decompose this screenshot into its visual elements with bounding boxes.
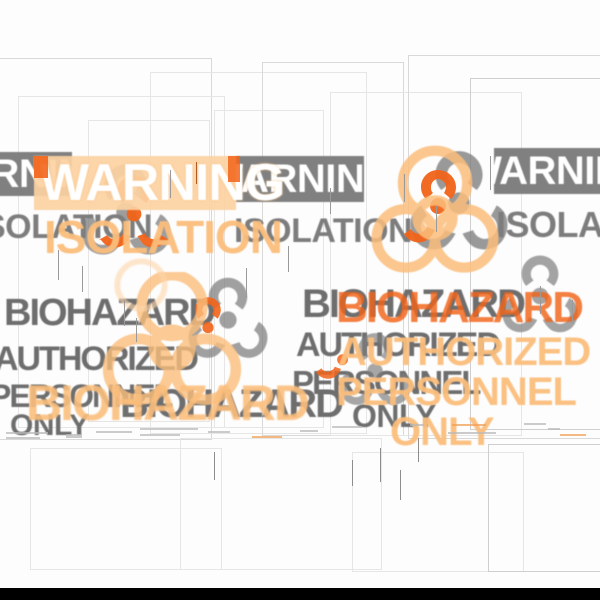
only-label-right: ONLY (352, 398, 436, 434)
sheet-tick (400, 470, 401, 500)
biohazard-icon (104, 248, 178, 322)
biohazard-icon (302, 316, 380, 394)
bottom-sign-outlines (0, 480, 600, 588)
sign-sheet-outline (470, 78, 600, 430)
sign-sheet-outline (408, 55, 600, 439)
sign-sheet-outline (330, 92, 522, 436)
biohazard-label-highlight: BIOHAZARD (26, 375, 310, 431)
personnel-label-overlay: PERSONNEL (336, 370, 577, 414)
fine-print-line (66, 434, 82, 438)
sheet-tick (196, 162, 197, 184)
fine-print-line (448, 432, 496, 434)
sheet-tick (352, 460, 353, 486)
authorized-label-overlay: AUTHORIZED (338, 330, 591, 374)
sign-sheet-outline (488, 444, 600, 572)
sheet-tick (136, 318, 137, 342)
sheet-tick (404, 174, 405, 202)
sign-sheet-outline (352, 452, 524, 572)
warning-banner-right: WARNING (494, 148, 600, 194)
sheet-tick (288, 246, 289, 272)
bottom-bar (0, 588, 600, 600)
sheet-tick (124, 300, 125, 326)
fine-print-line (332, 426, 362, 428)
biohazard-label-right: BIOHAZARD (302, 282, 526, 326)
fine-print-line (548, 428, 560, 430)
sheet-tick (490, 156, 491, 190)
biohazard-icon (180, 272, 276, 368)
sign-sheet-outline (0, 58, 212, 440)
biohazard-icon (494, 250, 586, 342)
sign-sheet-outline (18, 96, 225, 428)
sheet-tick (214, 452, 215, 480)
biohazard-icon (362, 142, 508, 288)
biohazard-label-left: BIOHAZARD (4, 292, 216, 334)
fine-print-line (524, 423, 546, 425)
isolation-label-right: ISOLATION (496, 204, 600, 245)
fine-print-line (140, 428, 198, 430)
authorized-label-right: AUTHORIZED (296, 326, 501, 364)
fine-print-line (96, 431, 132, 433)
sheet-tick (436, 206, 437, 232)
biohazard-icon (332, 328, 418, 414)
band-accent-left (34, 156, 48, 178)
sign-sheet-outline (88, 120, 210, 422)
sheet-tick (170, 170, 171, 198)
biohazard-icon (96, 272, 248, 424)
sheet-tick (58, 250, 59, 280)
fine-print-line (208, 431, 230, 433)
warning-banner-center-label: WARNING (236, 156, 364, 201)
sign-sheet-outline (180, 438, 382, 570)
sheet-tick (380, 448, 381, 482)
sign-sheet-outline (30, 448, 222, 570)
fine-print-line (410, 424, 424, 426)
warning-label-highlight: WARNING (40, 154, 285, 212)
fine-print-line (252, 436, 282, 438)
sheet-tick (572, 300, 573, 324)
warning-banner-center: WARNING (236, 156, 364, 202)
isolation-label-highlight: ISOLATION (44, 211, 283, 263)
sheet-tick (330, 188, 331, 214)
band-accent-right (228, 156, 240, 182)
fine-print-line (140, 434, 180, 436)
warning-banner-highlight (34, 156, 236, 210)
fine-print-line (300, 430, 318, 432)
sheet-tick (418, 438, 419, 462)
sheet-tick (540, 286, 541, 314)
sheet-tick (246, 268, 247, 298)
biohazard-label-overlay: BIOHAZARD (336, 283, 584, 332)
warning-banner-right-label: WARNING (494, 148, 600, 193)
fine-print-line (452, 424, 486, 426)
sheet-tick (82, 266, 83, 292)
sign-sheet-outline (214, 110, 324, 428)
fine-print-line (6, 432, 48, 434)
fine-print-line (6, 437, 40, 439)
fine-print-line (560, 434, 586, 436)
